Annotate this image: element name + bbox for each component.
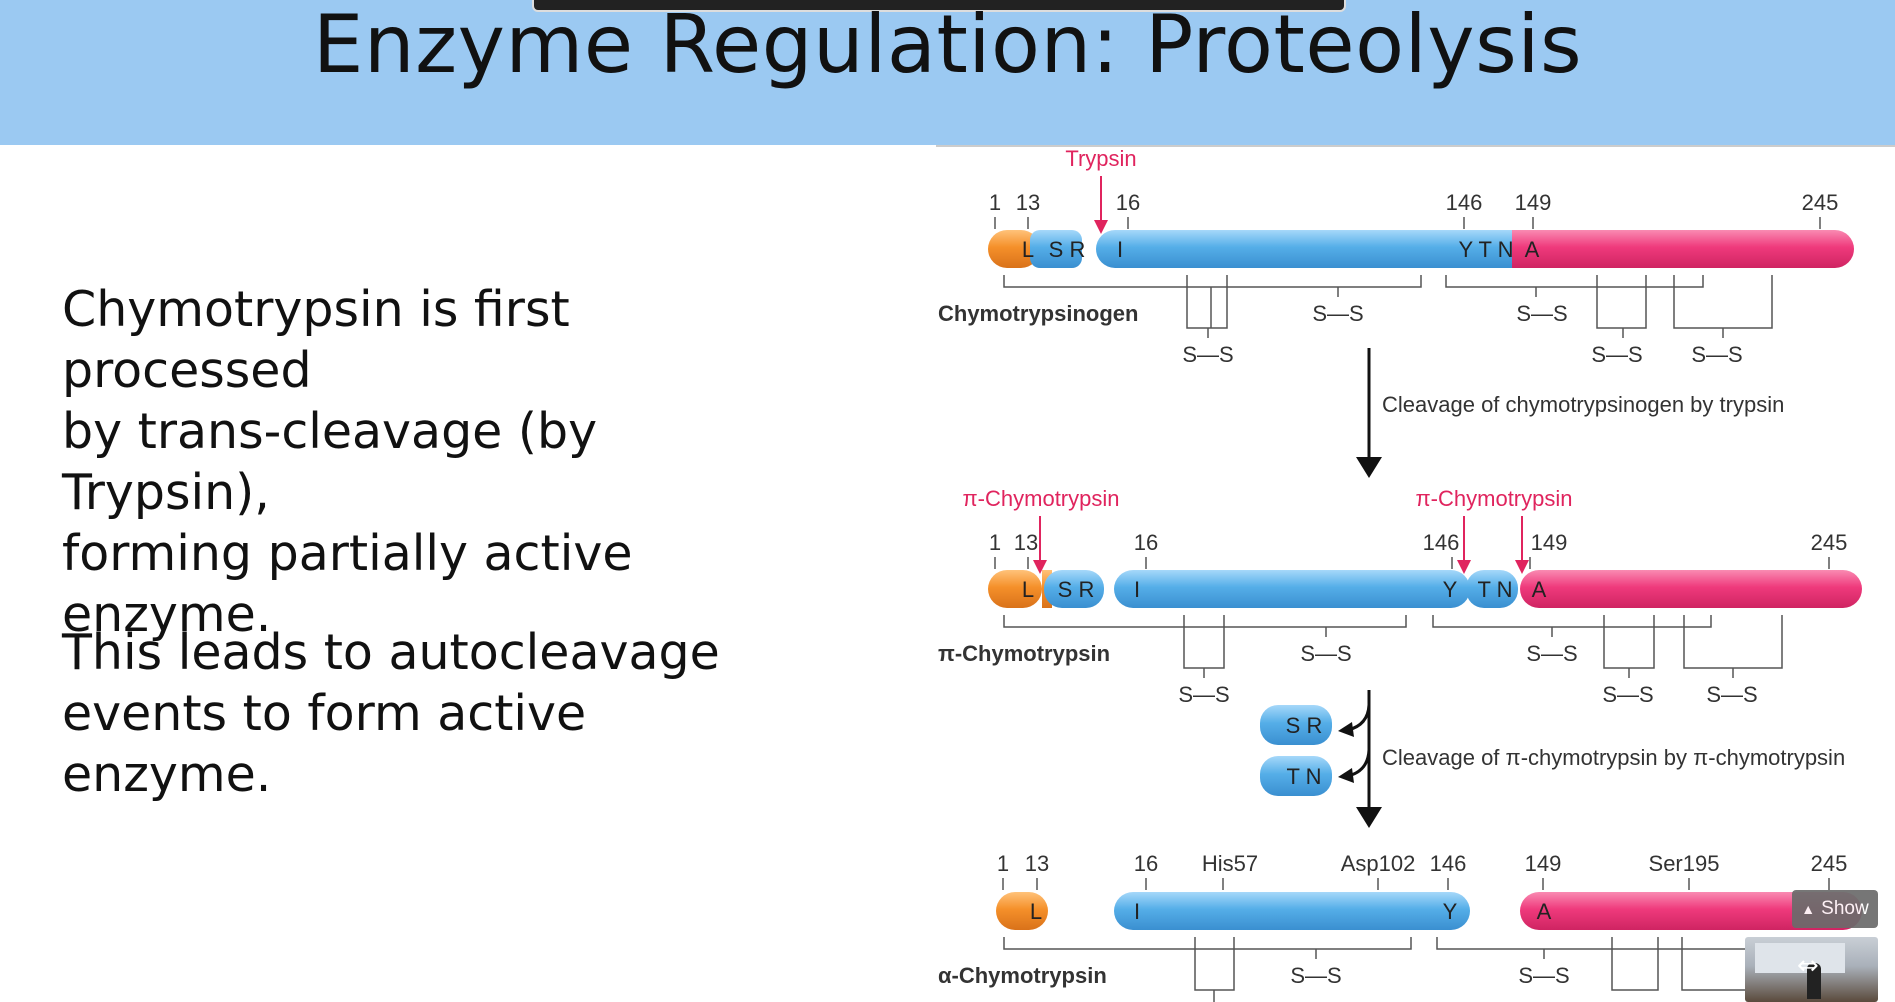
residue-number: 13 xyxy=(1014,530,1038,555)
step2-label: Cleavage of π-chymotrypsin by π-chymotry… xyxy=(1382,745,1845,770)
text-line: events to form active enzyme. xyxy=(62,685,587,803)
protein-name-pi-chymotrypsin: π-Chymotrypsin xyxy=(938,641,1110,666)
residue-number: 1 xyxy=(989,530,1001,555)
paragraph-trans-cleavage: Chymotrypsin is first processed by trans… xyxy=(62,279,782,645)
residue-letter: Y xyxy=(1443,577,1458,602)
disulfide-label: S—S xyxy=(1312,301,1363,326)
disulfide-label: S—S xyxy=(1290,963,1341,988)
residue-number: 245 xyxy=(1811,530,1848,555)
disulfide-brackets xyxy=(1003,275,1773,338)
residue-number: 16 xyxy=(1134,530,1158,555)
segment-1-13 xyxy=(988,230,1040,268)
residue-number: 1 xyxy=(997,851,1009,876)
text-line: Chymotrypsin is first processed xyxy=(62,281,570,399)
residue-letter: I xyxy=(1134,899,1140,924)
paragraph-autocleavage: This leads to autocleavage events to for… xyxy=(62,622,782,805)
residue-letter: A xyxy=(1537,899,1552,924)
residue-number: 13 xyxy=(1025,851,1049,876)
slide-title: Enzyme Regulation: Proteolysis xyxy=(312,0,1583,91)
residue-number: 245 xyxy=(1802,190,1839,215)
protein-name-alpha-chymotrypsin: α-Chymotrypsin xyxy=(938,963,1107,988)
chymotrypsin-activation-diagram: Trypsin 1 13 16 146 149 245 L S R I Y T … xyxy=(936,145,1895,1002)
residue-letter: Y T N xyxy=(1458,237,1513,262)
text-line: This leads to autocleavage xyxy=(62,624,720,681)
chain-c xyxy=(1520,892,1862,930)
residue-number: 146 xyxy=(1430,851,1467,876)
chevron-up-icon: ▲ xyxy=(1801,901,1816,917)
disulfide-label: S—S xyxy=(1591,342,1642,367)
released-fragment-sr xyxy=(1260,705,1332,745)
thumbnail-board xyxy=(1755,943,1845,973)
disulfide-label: S—S xyxy=(1691,342,1742,367)
segment-149-245 xyxy=(1512,230,1854,268)
disulfide-label: S—S xyxy=(1300,641,1351,666)
protein-name-chymotrypsinogen: Chymotrypsinogen xyxy=(938,301,1138,326)
residue-letter: A xyxy=(1525,237,1540,262)
segment-16-245-blue xyxy=(1096,230,1556,268)
residue-letter: I xyxy=(1134,577,1140,602)
disulfide-label: S—S xyxy=(1178,682,1229,707)
disulfide-label: S—S xyxy=(1182,342,1233,367)
segment-14-15 xyxy=(1030,230,1082,268)
pi-chymotrypsin-label: π-Chymotrypsin xyxy=(963,486,1120,511)
residue-number: 146 xyxy=(1423,530,1460,555)
trypsin-label: Trypsin xyxy=(1065,146,1136,171)
released-fragment-tn xyxy=(1260,756,1332,796)
residue-number: 146 xyxy=(1446,190,1483,215)
alpha-chymotrypsin-row: 1 13 16 His57 Asp102 146 149 Ser195 245 … xyxy=(938,851,1862,1002)
residue-number: 13 xyxy=(1016,190,1040,215)
chymotrypsinogen-row: Trypsin 1 13 16 146 149 245 L S R I Y T … xyxy=(938,146,1854,367)
trypsin-arrowhead xyxy=(1094,220,1108,234)
chain-b xyxy=(1114,892,1470,930)
show-label: Show xyxy=(1821,898,1869,919)
title-band xyxy=(0,0,1895,145)
residue-number: 16 xyxy=(1116,190,1140,215)
residue-number: 149 xyxy=(1525,851,1562,876)
show-controls-button[interactable]: ▲ Show xyxy=(1792,890,1878,928)
residue-number: 245 xyxy=(1811,851,1848,876)
residue-letter: S R xyxy=(1058,577,1095,602)
residue-letter: T N xyxy=(1477,577,1512,602)
residue-letter: S R xyxy=(1049,237,1086,262)
residue-number: 16 xyxy=(1134,851,1158,876)
disulfide-label: S—S xyxy=(1526,641,1577,666)
residue-letter: Y xyxy=(1443,899,1458,924)
text-line: enzyme. xyxy=(62,586,272,643)
fragment-label: S R xyxy=(1286,713,1323,738)
residue-letter: L xyxy=(1030,899,1042,924)
residue-number: 149 xyxy=(1531,530,1568,555)
text-line: forming partially active xyxy=(62,525,633,582)
residue-letter: L xyxy=(1022,237,1034,262)
pi-chymotrypsin-row: π-Chymotrypsin π-Chymotrypsin 1 13 16 14… xyxy=(938,486,1862,707)
step1-label: Cleavage of chymotrypsinogen by trypsin xyxy=(1382,392,1784,417)
step2-arrow xyxy=(1338,690,1382,828)
presenter-video-thumbnail[interactable]: ⇔ xyxy=(1745,937,1878,1002)
swap-arrows-icon[interactable]: ⇔ xyxy=(1797,951,1819,981)
fragment-label: T N xyxy=(1286,764,1321,789)
disulfide-label: S—S xyxy=(1516,301,1567,326)
disulfide-label: S—S xyxy=(1518,963,1569,988)
disulfide-label: S—S xyxy=(1706,682,1757,707)
residue-number: 149 xyxy=(1515,190,1552,215)
residue-letter: I xyxy=(1117,237,1123,262)
presenter-toolbar[interactable] xyxy=(532,0,1346,12)
pi-chymotrypsin-label: π-Chymotrypsin xyxy=(1416,486,1573,511)
text-line: by trans-cleavage (by Trypsin), xyxy=(62,403,598,521)
residue-number: 1 xyxy=(989,190,1001,215)
step1-arrow xyxy=(1356,348,1382,478)
chain-a xyxy=(996,892,1048,930)
disulfide-label: S—S xyxy=(1602,682,1653,707)
thumbnail-presenter xyxy=(1807,963,1821,999)
residue-letter: L xyxy=(1022,577,1034,602)
residue-number: Ser195 xyxy=(1649,851,1720,876)
residue-letter: A xyxy=(1532,577,1547,602)
residue-number: Asp102 xyxy=(1341,851,1416,876)
residue-number: His57 xyxy=(1202,851,1258,876)
